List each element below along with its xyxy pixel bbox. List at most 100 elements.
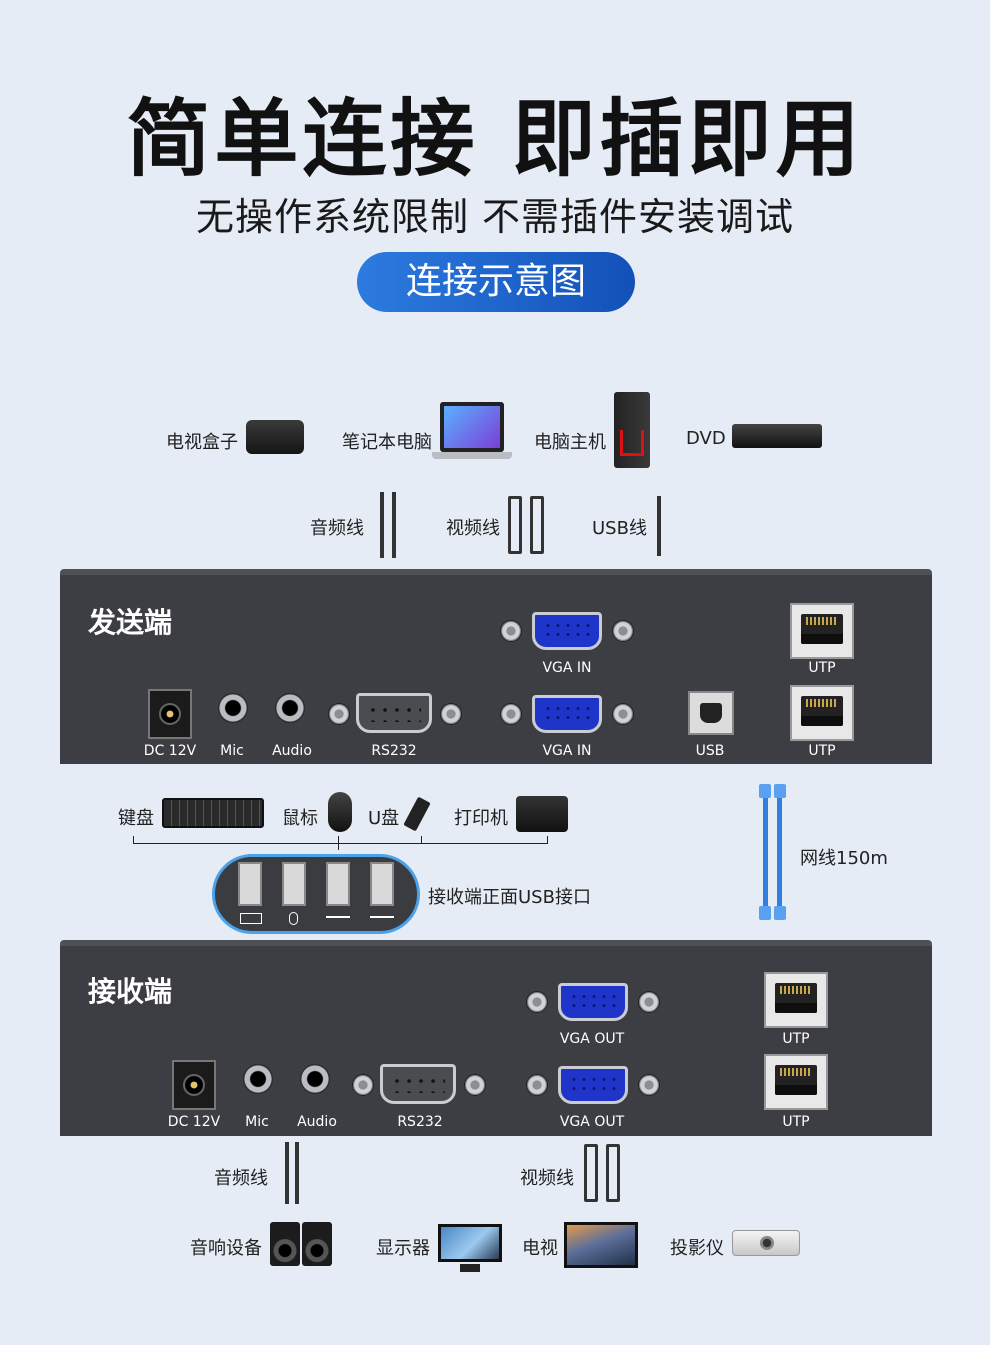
mic-label: Mic (220, 743, 244, 759)
keyboard-icon (240, 913, 262, 924)
page-subtitle: 无操作系统限制 不需插件安装调试 (195, 195, 795, 239)
dvd-player-icon (732, 424, 822, 448)
network-cable-icon (777, 792, 782, 910)
diagram-badge: 连接示意图 (357, 252, 635, 312)
usb-icon (370, 916, 394, 918)
usb-a-port (370, 862, 394, 906)
utp-label: UTP (782, 1031, 810, 1047)
projector-lens (760, 1236, 774, 1250)
utp-port (790, 603, 854, 659)
monitor-icon (438, 1224, 502, 1262)
sender-title: 发送端 (88, 606, 173, 639)
tv-box-label: 电视盒子 (166, 432, 238, 453)
dc-power-port (148, 689, 192, 739)
bracket-tick (421, 836, 422, 844)
network-cable-label: 网线150m (800, 848, 888, 869)
screw-icon (526, 991, 548, 1013)
vga-out-port (558, 1066, 628, 1104)
vga-out-label: VGA OUT (559, 1114, 625, 1130)
vga-cable-icon (530, 496, 544, 554)
mic-jack (243, 1064, 273, 1094)
utp-label: UTP (782, 1114, 810, 1130)
laptop-base (432, 452, 512, 459)
keyboard-icon (162, 798, 264, 828)
utp-label: UTP (808, 660, 836, 676)
vga-in-label: VGA IN (542, 660, 592, 676)
rs232-label: RS232 (371, 743, 417, 759)
video-cable-label: 视频线 (446, 518, 500, 539)
network-plug-icon (759, 784, 771, 798)
vga-in-port (532, 612, 602, 650)
utp-port (764, 972, 828, 1028)
screw-icon (526, 1074, 548, 1096)
audio-label: Audio (272, 743, 312, 759)
desktop-label: 电脑主机 (534, 432, 606, 453)
screw-icon (440, 703, 462, 725)
network-cable-icon (763, 792, 768, 910)
laptop-label: 笔记本电脑 (342, 432, 432, 453)
screw-icon (352, 1074, 374, 1096)
speaker-icon (270, 1222, 300, 1266)
vga-cable-icon (606, 1144, 620, 1202)
usb-cable-label: USB线 (592, 518, 647, 539)
usb-a-port (326, 862, 350, 906)
usb-a-port (282, 862, 306, 906)
rs232-port (380, 1064, 456, 1104)
speaker-icon (302, 1222, 332, 1266)
usb-b-port (688, 691, 734, 735)
bracket-tick (338, 836, 339, 850)
screw-icon (328, 703, 350, 725)
output-video-cable-label: 视频线 (520, 1168, 574, 1189)
vga-in-label: VGA IN (542, 743, 592, 759)
sender-panel: 发送端 VGA IN UTP DC 12V Mic Audio RS232 VG… (60, 569, 932, 764)
usb-front-label: 接收端正面USB接口 (428, 887, 591, 908)
desktop-led (620, 430, 644, 456)
vga-out-port (558, 983, 628, 1021)
keyboard-label: 键盘 (118, 808, 154, 829)
dc-power-port (172, 1060, 216, 1110)
udisk-label: U盘 (368, 808, 400, 829)
screw-icon (500, 620, 522, 642)
utp-port (790, 685, 854, 741)
dvd-label: DVD (686, 428, 726, 449)
printer-label: 打印机 (454, 808, 508, 829)
audio-cable-label: 音频线 (310, 518, 364, 539)
usb-a-port (238, 862, 262, 906)
dc-label: DC 12V (143, 743, 197, 759)
page-title: 简单连接 即插即用 (126, 90, 864, 188)
audio-jack (275, 693, 305, 723)
tv-icon (564, 1222, 638, 1268)
bracket-tick (133, 836, 134, 844)
dc-label: DC 12V (167, 1114, 221, 1130)
tv-label: 电视 (522, 1238, 558, 1259)
usb-icon (326, 916, 350, 918)
vga-cable-icon (508, 496, 522, 554)
vga-out-label: VGA OUT (559, 1031, 625, 1047)
network-plug-icon (774, 784, 786, 798)
mic-label: Mic (245, 1114, 269, 1130)
usb-label: USB (695, 743, 725, 759)
vga-in-port (532, 695, 602, 733)
screw-icon (612, 620, 634, 642)
printer-icon (516, 796, 568, 832)
screw-icon (464, 1074, 486, 1096)
laptop-icon (440, 402, 504, 452)
udisk-icon (403, 796, 431, 832)
audio-cable-icon (392, 492, 396, 558)
bracket-line (133, 843, 548, 844)
audio-label: Audio (297, 1114, 337, 1130)
network-plug-icon (774, 906, 786, 920)
receiver-panel: 接收端 VGA OUT UTP DC 12V Mic Audio RS232 V… (60, 940, 932, 1136)
network-plug-icon (759, 906, 771, 920)
utp-port (764, 1054, 828, 1110)
utp-label: UTP (808, 743, 836, 759)
receiver-title: 接收端 (88, 975, 173, 1008)
audio-cable-icon (285, 1142, 289, 1204)
rs232-port (356, 693, 432, 733)
rs232-label: RS232 (397, 1114, 443, 1130)
screw-icon (612, 703, 634, 725)
audio-jack (300, 1064, 330, 1094)
mouse-label: 鼠标 (282, 808, 318, 829)
screw-icon (638, 1074, 660, 1096)
usb-cable-icon (657, 496, 661, 556)
